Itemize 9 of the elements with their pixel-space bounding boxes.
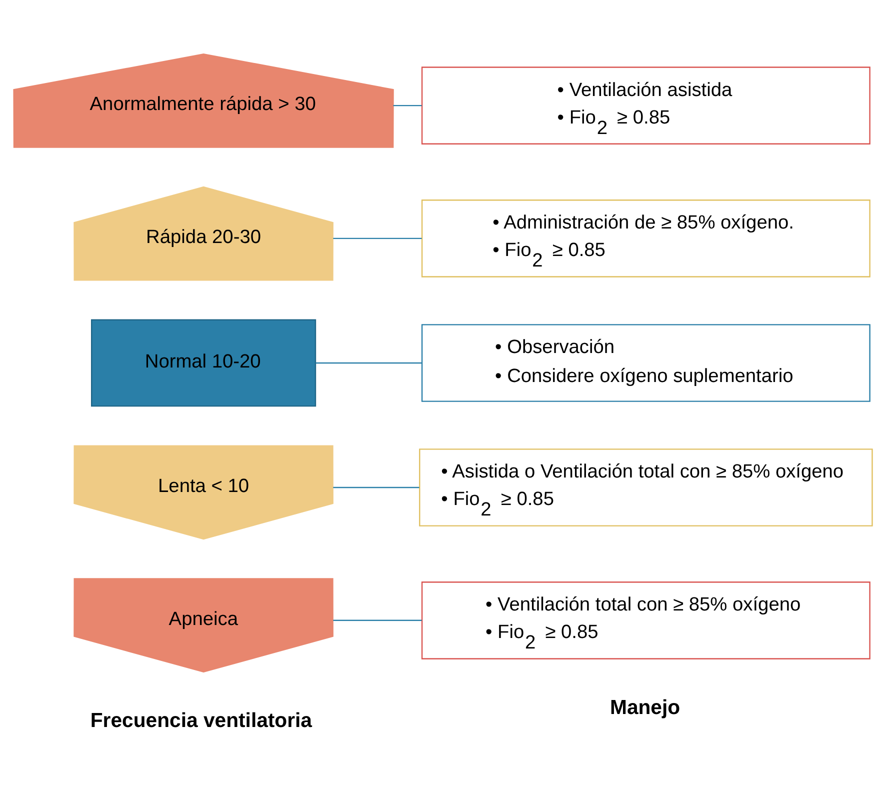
node-box: • Observación • Considere oxígeno suplementario bbox=[420, 324, 870, 402]
connector bbox=[392, 104, 422, 106]
node-box: Normal 10-20 bbox=[90, 319, 316, 407]
connector bbox=[332, 486, 419, 488]
connector bbox=[332, 620, 422, 621]
connector bbox=[315, 362, 422, 364]
connector bbox=[332, 238, 422, 240]
label: Manejo bbox=[610, 696, 680, 719]
label: Frecuencia ventilatoria bbox=[90, 710, 312, 732]
